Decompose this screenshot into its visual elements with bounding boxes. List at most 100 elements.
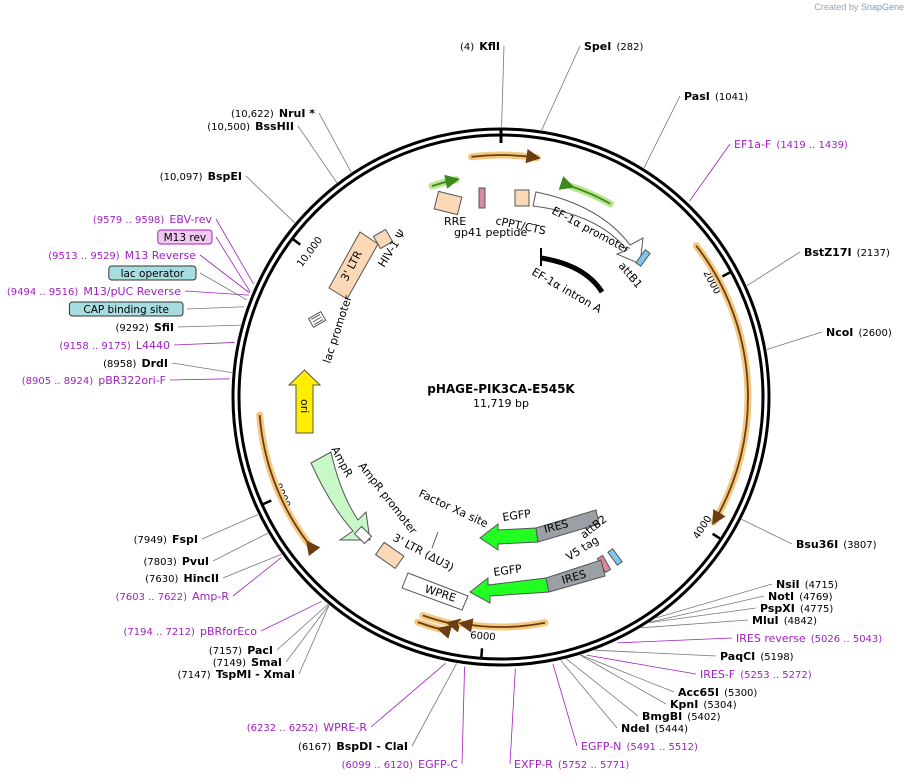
enzyme-label-23: (9292) SfiI	[115, 316, 174, 335]
primer-label-36: (8905 .. 8924) pBR322ori-F	[22, 369, 166, 388]
callout-position: (8958)	[103, 359, 136, 370]
callout-name: TspMI - XmaI	[216, 668, 295, 681]
rre-box	[433, 190, 463, 216]
enzyme-label-20: (7803) PvuI	[143, 550, 209, 569]
callout-name: SpeI	[584, 40, 611, 53]
plasmid-name: pHAGE-PIK3CA-E545K	[427, 382, 575, 396]
callout-line-12	[580, 654, 667, 705]
feature-arc-0	[471, 148, 541, 164]
callout-name: pBRforEco	[200, 625, 257, 638]
callout-line-38	[184, 290, 249, 296]
callout-name: Acc65I	[678, 686, 719, 699]
callout-position: (7630)	[145, 574, 178, 585]
callout-line-25	[297, 125, 338, 183]
enzyme-label-1: SpeI (282)	[584, 35, 643, 54]
enzyme-label-18: (7157) PacI	[209, 639, 273, 658]
callout-line-32	[461, 666, 465, 765]
lac-promoter-label: lac promoter	[320, 294, 354, 365]
enzyme-label-24: (10,097) BspEI	[160, 165, 242, 184]
callout-name: NruI *	[279, 107, 315, 120]
callout-line-7	[649, 595, 765, 623]
tick-mark-1	[711, 532, 722, 541]
callout-position: (10,622)	[231, 109, 274, 120]
callout-name: IRES-F	[700, 668, 735, 681]
callout-line-15	[411, 663, 458, 747]
enzyme-label-3: BstZ17I (2137)	[804, 241, 890, 260]
factor-xa-label: Factor Xa site	[417, 487, 491, 530]
enzyme-label-22: (8958) DrdI	[103, 352, 168, 371]
callout-name: EGFP-N	[581, 740, 621, 753]
ef1a-intron-label: EF-1α intron A	[530, 265, 605, 316]
callout-name: PaqCI	[720, 650, 755, 663]
enzyme-label-25: (10,500) BssHII	[207, 115, 294, 134]
enzyme-label-6: NsiI (4715)	[776, 573, 838, 592]
ires-inner-label: IRES	[543, 517, 570, 536]
callout-name: MluI	[752, 614, 779, 627]
green-arc-0	[431, 174, 460, 189]
enzyme-label-19: (7630) HincII	[145, 567, 219, 586]
callout-name: KflI	[479, 40, 500, 53]
callout-name: DrdI	[141, 357, 168, 370]
egfp-outer-arrow	[469, 576, 550, 604]
callout-name: BmgBI	[642, 710, 682, 723]
callout-name: PvuI	[182, 555, 209, 568]
callout-line-22	[171, 362, 233, 373]
callout-position: (4775)	[800, 604, 833, 615]
callout-line-39	[199, 254, 250, 294]
callout-name: SmaI	[251, 656, 282, 669]
callout-position: (1041)	[715, 92, 748, 103]
wpre-box	[401, 572, 469, 611]
callout-position: (5300)	[724, 688, 757, 699]
callout-name: EGFP-C	[418, 758, 458, 771]
callout-name: pBR322ori-F	[98, 374, 166, 387]
feature-arc-glow-2	[256, 411, 312, 547]
enzyme-label-5: Bsu36I (3807)	[796, 533, 877, 552]
primer-label-38: (9494 .. 9516) M13/pUC Reverse	[7, 280, 181, 299]
callout-name: NotI	[768, 590, 794, 603]
callout-line-2	[643, 95, 681, 169]
callout-line-41	[199, 272, 248, 301]
callout-position: (4769)	[799, 592, 832, 603]
callout-line-40	[215, 218, 254, 285]
snapgene-credit: Created by SnapGene	[814, 2, 904, 12]
feature-arc-2	[258, 414, 321, 557]
ires-outer-box	[545, 559, 606, 593]
ltr-left-box	[328, 231, 379, 300]
callout-line-29	[586, 654, 697, 675]
callout-position: (6232 .. 6252)	[247, 723, 319, 734]
callout-name: BstZ17I	[804, 246, 852, 259]
callout-position: (7157)	[209, 646, 242, 657]
factor-xa-mark	[431, 531, 439, 549]
enzyme-label-7: NotI (4769)	[768, 585, 833, 604]
callout-position: (6099 .. 6120)	[342, 760, 414, 771]
callout-line-16	[298, 605, 330, 675]
callout-line-5	[741, 519, 793, 545]
callout-name: PasI	[684, 90, 710, 103]
boxed-label-bg-41	[108, 265, 197, 281]
callout-position: (7949)	[134, 535, 167, 546]
callout-line-35	[232, 557, 282, 597]
callout-line-14	[560, 660, 618, 729]
feature-arcs	[256, 148, 752, 639]
tick-mark-4	[291, 237, 302, 246]
primer-label-27: EF1a-F (1419 .. 1439)	[734, 133, 848, 152]
callout-line-21	[201, 514, 259, 540]
callout-position: (2137)	[857, 248, 890, 259]
callout-name: NcoI	[826, 326, 853, 339]
primer-label-40: (9579 .. 9598) EBV-rev	[93, 208, 213, 227]
callout-position: (5026 .. 5043)	[811, 634, 883, 645]
callout-position: (7147)	[177, 670, 210, 681]
boxed-label-bg-43	[157, 229, 213, 245]
tick-mark-2	[480, 648, 484, 659]
ltr-right-box	[374, 541, 405, 570]
callout-position: (6167)	[298, 742, 331, 753]
callout-line-24	[245, 175, 295, 224]
ltr-right-label: 3' LTR (ΔU3)	[391, 531, 456, 574]
callout-position: (7149)	[213, 658, 246, 669]
cppt-box	[514, 189, 530, 207]
callout-name: Amp-R	[192, 590, 229, 603]
callout-name: NsiI	[776, 578, 800, 591]
callout-name: NdeI	[621, 722, 650, 735]
callout-line-42	[186, 306, 245, 310]
